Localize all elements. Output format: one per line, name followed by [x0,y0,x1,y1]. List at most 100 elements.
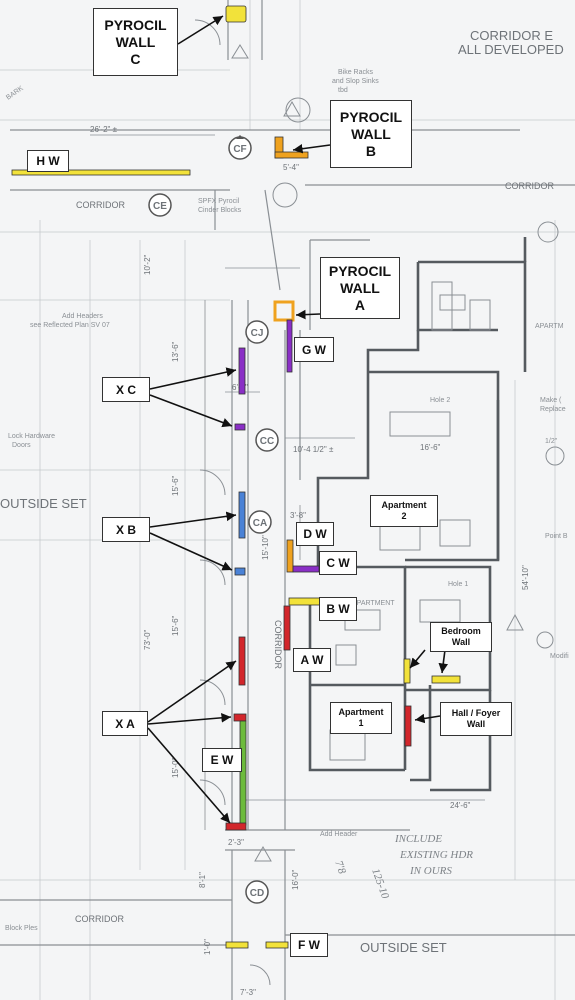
handwritten-existing-hdr: EXISTING HDR [399,849,473,861]
svg-text:CF: CF [233,144,246,155]
xa-wall-highlight-upper [238,636,246,686]
note-hole1: Hole 1 [448,581,468,588]
dim-13-6: 13'-6" [171,341,180,362]
callout-xa: X A [102,711,148,736]
callout-bw: B W [319,597,357,621]
note-replace: Replace [540,406,566,413]
note-lock: Lock Hardware [8,433,55,440]
aw-wall-highlight [283,605,291,651]
svg-text:CJ: CJ [251,328,264,339]
dim-2-3: 2'-3" [228,838,244,847]
note-add-header: Add Header [320,831,358,838]
callout-ew: E W [202,748,242,772]
xa-wall-highlight-middle [233,713,247,722]
hall-foyer-wall-highlight [404,705,412,747]
note-spfx: SPFX Pyrocil [198,198,240,205]
note-half: 1/2" [545,438,558,445]
handwritten-in-ours: IN OURS [409,865,452,877]
handwritten-7-8: 7'8 [332,859,348,876]
triangle-markers [231,44,524,862]
dim-24-6: 24'-6" [450,801,471,810]
pyrocil-wall-b-highlight-horizontal [274,151,309,159]
label-outside-set-left: OUTSIDE SET [0,496,87,511]
label-all-developed: ALL DEVELOPED [458,42,564,57]
note-bike: Bike Racks [338,69,374,76]
callout-hw: H W [27,150,69,172]
label-corridor-vertical: CORRIDOR [273,620,283,669]
dim-16-0: 16'-0" [291,869,300,890]
callout-arrows [147,15,449,824]
handwritten-125-10: 125-10 [369,867,391,901]
marker-ce: CE [148,193,172,217]
dim-15-6a: 15'-6" [171,475,180,496]
bedroom-wall-highlight-horizontal [431,675,461,684]
note-modif: Modifi [550,653,569,660]
dim-5-4: 5'-4" [283,163,299,172]
callout-apartment-1: Apartment 1 [330,702,392,734]
callout-apartment-2: Apartment 2 [370,495,438,527]
xc-wall-highlight-lower [234,423,246,431]
pyrocil-wall-a-highlight [273,300,295,322]
highlighted-walls [11,5,461,949]
note-tbd: tbd [338,87,348,94]
dim-15-10: 15'-10" [261,535,270,560]
dim-54-10: 54'-10" [521,565,530,590]
label-corridor-right: CORRIDOR [505,181,554,191]
label-outside-set-bottom: OUTSIDE SET [360,940,447,955]
svg-text:CE: CE [153,201,167,212]
cw-wall-highlight [292,565,320,573]
xc-wall-highlight-upper [238,347,246,395]
dim-1-0: 1'-0" [203,939,212,955]
svg-text:CC: CC [260,436,274,447]
note-hole2: Hole 2 [430,397,450,404]
furniture-hints [194,19,565,986]
svg-text:CD: CD [250,888,264,899]
callout-cw: C W [319,551,357,575]
dw-wall-highlight [286,539,294,573]
label-corridor-upper: CORRIDOR [76,200,125,210]
note-apart3: APARTM [535,323,564,330]
note-block: Block Ples [5,925,38,932]
callout-fw: F W [290,933,328,957]
pyrocil-wall-c-highlight [225,5,247,23]
note-doors: Doors [12,442,31,449]
fw-wall-highlight-right [265,941,289,949]
note-apartment: APARTMENT [352,600,395,607]
fw-wall-highlight-left [225,941,249,949]
dim-8-1: 8'-1" [198,872,207,888]
dim-10-4: 10'-4 1/2" ± [293,445,334,454]
callout-gw: G W [294,337,334,362]
svg-text:CA: CA [253,518,267,529]
gw-wall-highlight [286,319,293,373]
marker-ca: CA [248,510,272,534]
label-corridor-bottom: CORRIDOR [75,914,124,924]
callout-xb: X B [102,517,150,542]
note-slop: and Slop Sinks [332,78,379,85]
marker-ring-u [285,97,311,123]
marker-cc: CC [255,428,279,452]
dim-10-2: 10'-2" [143,254,152,275]
callout-pyrocil-wall-c: PYROCIL WALL C [93,8,178,76]
hw-wall-highlight [11,169,191,176]
dimension-lines [90,134,485,830]
callout-dw: D W [296,522,334,546]
xa-wall-highlight-lower [225,822,247,831]
dim-15-0: 15'-0" [171,757,180,778]
marker-cd: CD [245,880,269,904]
marker-cj: CJ [245,320,269,344]
callout-aw: A W [293,648,331,672]
note-point: Point B [545,533,568,540]
callout-pyrocil-wall-a: PYROCIL WALL A [320,257,400,319]
dim-16-6: 16'-6" [420,443,441,452]
callout-bedroom-wall: Bedroom Wall [430,622,492,652]
handwritten-include: INCLUDE [394,833,442,845]
callout-xc: X C [102,377,150,402]
xb-wall-highlight-upper [238,491,246,539]
marker-cf: CF [228,135,252,160]
bw-wall-highlight [288,597,324,606]
xb-wall-highlight-lower [234,567,246,576]
ew-wall-highlight [239,720,247,826]
